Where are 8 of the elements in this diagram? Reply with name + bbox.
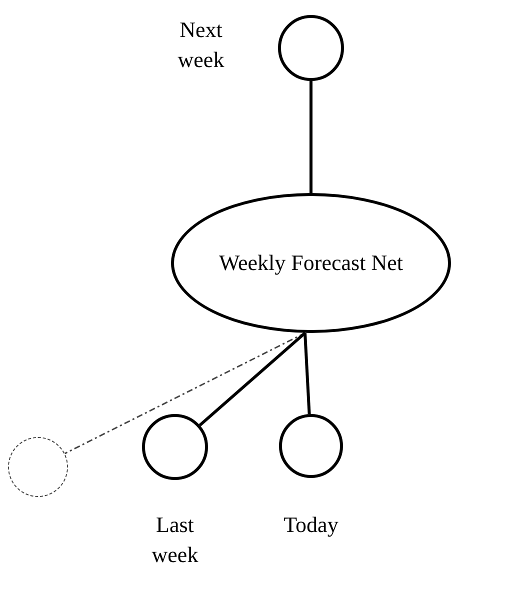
- circle-node: [142, 414, 208, 480]
- connector-line: [198, 332, 306, 426]
- node-label: Weekly Forecast Net: [219, 250, 403, 276]
- connector-line: [304, 332, 311, 414]
- node-caption: Next week: [176, 16, 226, 74]
- node-caption: Last week: [150, 511, 200, 569]
- connector-line: [310, 81, 312, 193]
- node-caption: Today: [282, 511, 340, 539]
